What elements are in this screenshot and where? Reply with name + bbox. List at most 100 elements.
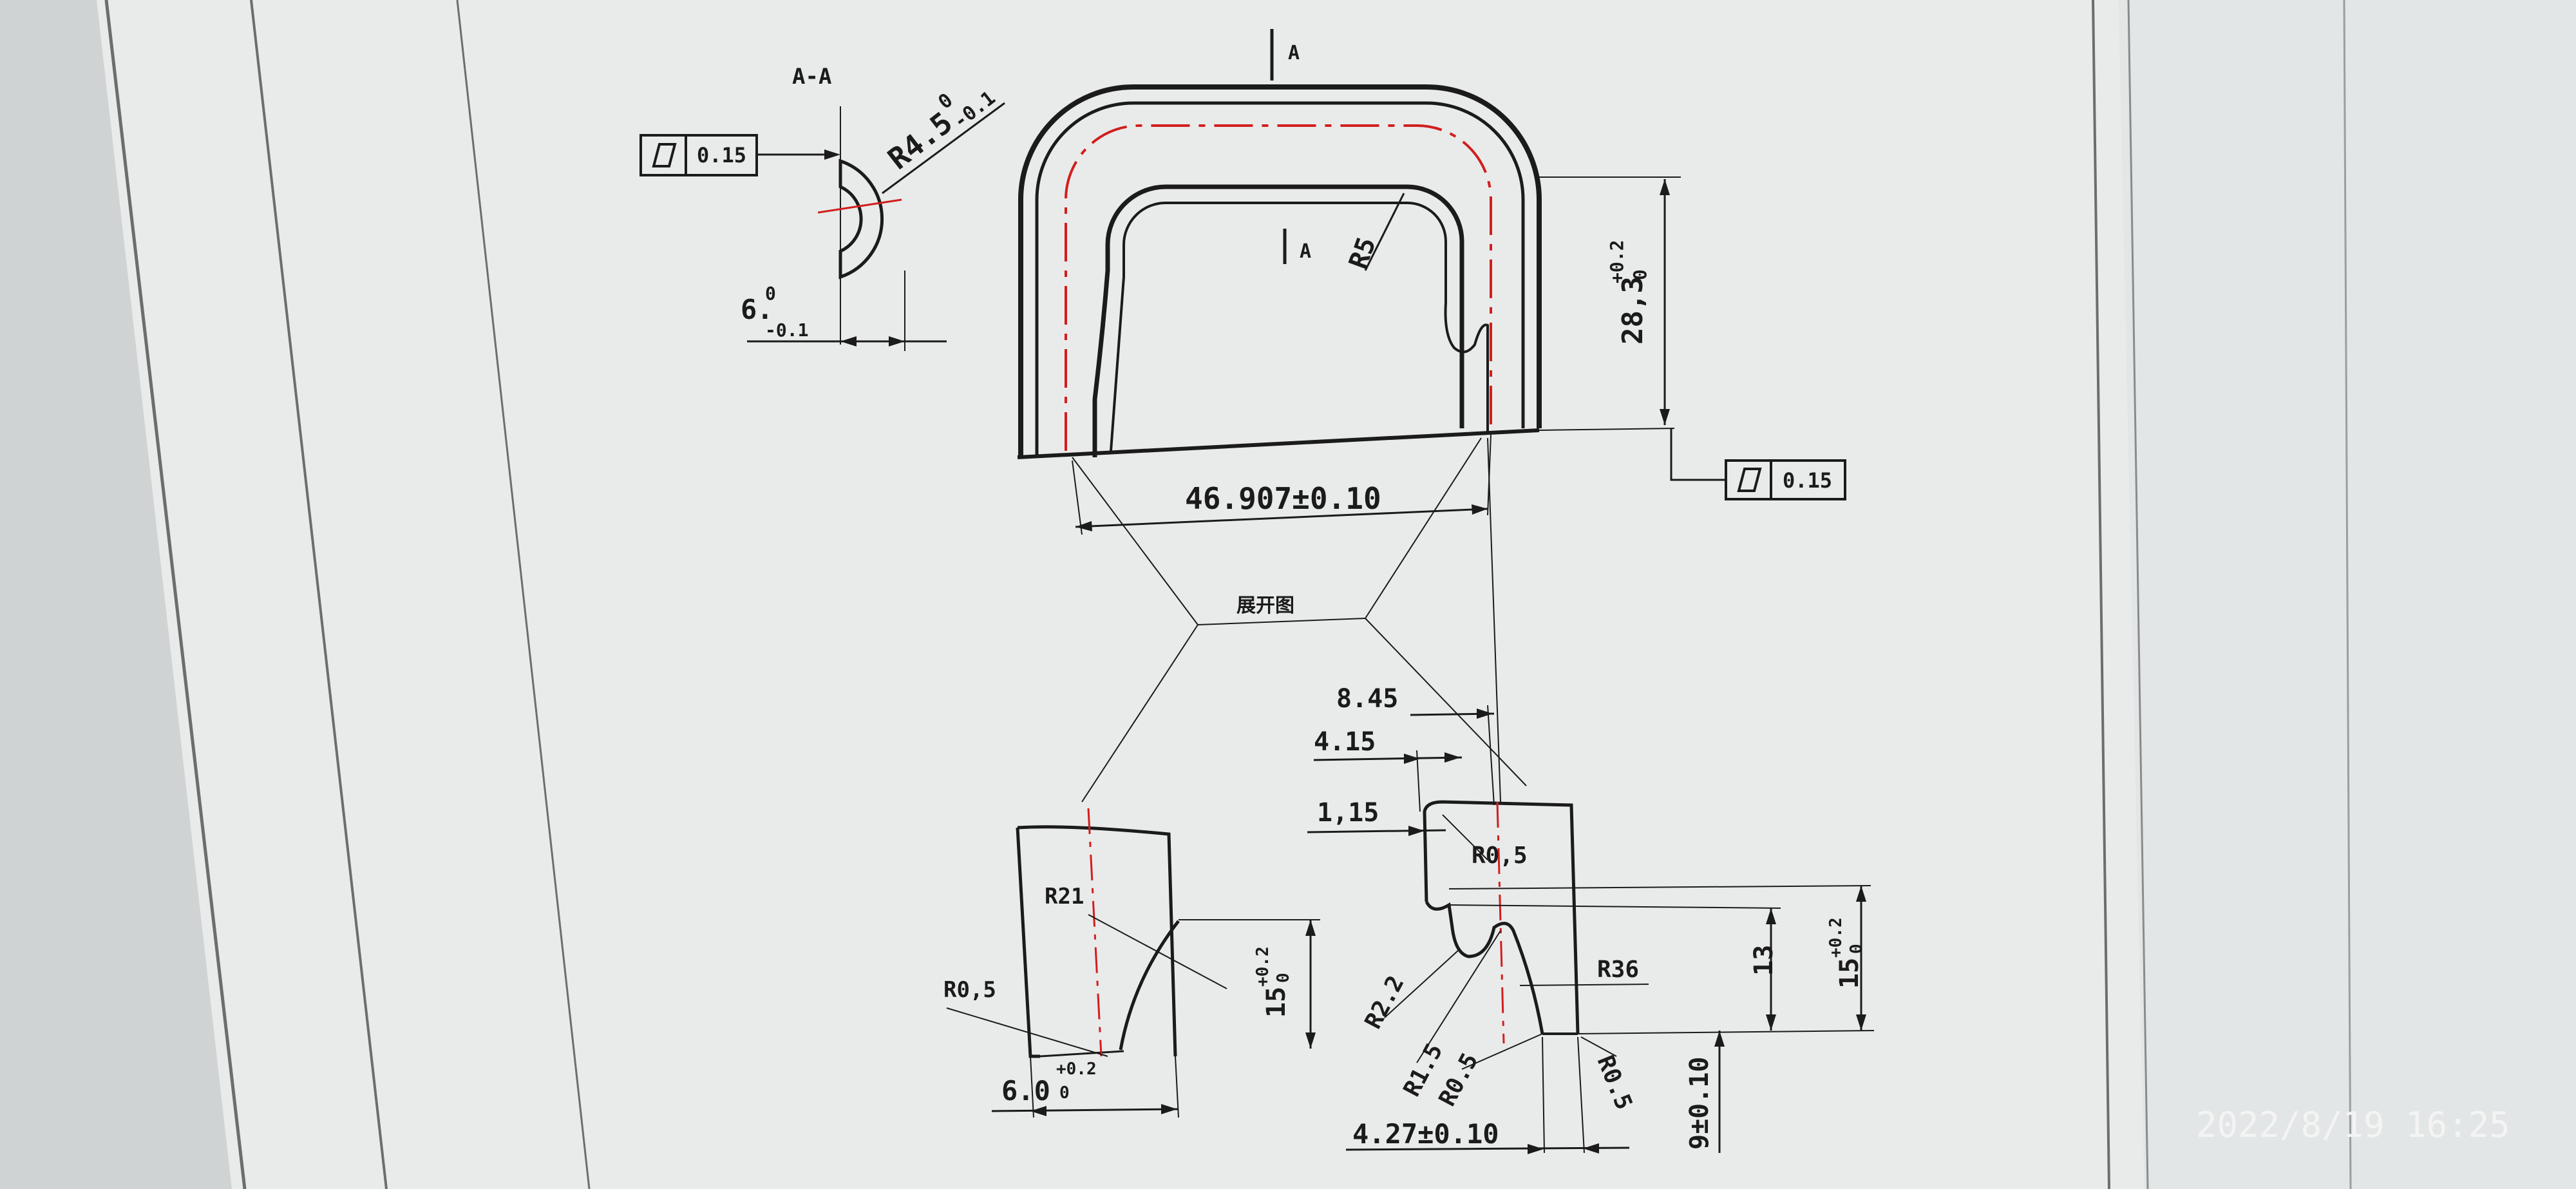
projection-lines <box>1072 437 1527 803</box>
arrow <box>1404 754 1420 764</box>
w6-dim <box>991 1108 1179 1112</box>
arrow <box>1856 1014 1866 1031</box>
section-view: A-A 0.15 R4.5 0 -0.1 6. 0 -0.1 <box>639 64 1005 351</box>
height-group: 28,3 +0.2 0 <box>1606 240 1651 345</box>
w6-ext-right <box>1175 1056 1179 1118</box>
arrow <box>1856 886 1866 902</box>
r36: R36 <box>1597 956 1639 983</box>
section-marker-inner: A <box>1300 240 1311 263</box>
h13: 13 <box>1749 945 1779 976</box>
r05-left: R0,5 <box>943 977 996 1003</box>
sheet-border-left-outer <box>104 0 247 1189</box>
r22-leader <box>1384 949 1459 1018</box>
r15-leader <box>1416 930 1501 1063</box>
arrow <box>1766 1014 1776 1031</box>
h15-right: 15 <box>1835 958 1864 989</box>
arrow <box>1528 1144 1544 1154</box>
arrow <box>889 336 905 347</box>
right-end-outline <box>1423 800 1580 1034</box>
section-marker: A <box>1288 42 1300 64</box>
r21-leader <box>1088 914 1227 989</box>
flatness-leader-right <box>1670 428 1726 481</box>
arrow <box>1408 826 1425 836</box>
span-dimension-line <box>1075 508 1488 528</box>
right-end-notch <box>1425 900 1544 1034</box>
r05b-leader <box>1580 1036 1617 1057</box>
arrow <box>1444 752 1461 763</box>
leader-arrow <box>824 149 840 160</box>
flatness-frame-right-value <box>1770 459 1846 500</box>
height-tol-lower: 0 <box>1629 269 1651 280</box>
arrow <box>1660 409 1670 425</box>
height-value: 28,3 <box>1616 276 1649 345</box>
h15-right-tol-upper: +0.2 <box>1826 917 1846 958</box>
section-centerline <box>817 198 902 214</box>
ext-415-left <box>1416 750 1421 812</box>
arrow <box>1030 1106 1046 1116</box>
arrow <box>1714 1031 1725 1047</box>
right-end-centerline <box>1496 801 1505 1044</box>
ext-13-top <box>1448 904 1781 909</box>
screen-edge <box>2343 0 2352 1189</box>
w427-ext-right <box>1577 1036 1585 1154</box>
arrow <box>1477 709 1493 719</box>
h15-left-group: 15 +0.2 0 <box>1253 946 1293 1018</box>
flat-pattern-label: 展开图 <box>1236 594 1294 617</box>
arrow <box>1075 521 1092 531</box>
sheet-border-right-outer <box>2127 0 2149 1189</box>
radius-leader <box>882 102 1005 195</box>
photo-timestamp: 2022/8/19 16:25 <box>2196 1105 2510 1145</box>
flatness-value-left: 0.15 <box>697 143 746 167</box>
top-view-centerline <box>1065 124 1492 451</box>
arrow <box>1472 504 1488 515</box>
arrow <box>1583 1143 1599 1154</box>
projection-line <box>1197 618 1366 625</box>
w6: 6.0 <box>1001 1075 1050 1107</box>
left-end-outline <box>1017 825 1177 1057</box>
d1: 8.45 <box>1336 684 1398 714</box>
r36-leader <box>1519 984 1649 986</box>
left-end-bottom <box>1039 1050 1124 1058</box>
h15-left-tol-lower: 0 <box>1274 973 1293 983</box>
outer-wire-edge <box>1018 84 1542 457</box>
height-extension-bottom <box>1539 428 1675 431</box>
outer-wire-inner-edge <box>1035 101 1525 457</box>
r21: R21 <box>1045 884 1084 909</box>
inner-wire-notch-edge <box>1110 202 1489 452</box>
arrow <box>840 336 857 347</box>
section-width-tol-lower: -0.1 <box>765 319 808 341</box>
span-value: 46.907±0.10 <box>1185 481 1381 516</box>
projection-line <box>1072 457 1198 625</box>
w427-ext-left <box>1542 1036 1545 1154</box>
r05a-leader <box>1461 1033 1543 1070</box>
r-top: R0,5 <box>1472 842 1528 869</box>
h15-right-tol-lower: 0 <box>1847 944 1866 954</box>
height-tol-upper: +0.2 <box>1606 240 1627 283</box>
r-top-leader <box>1442 814 1488 861</box>
w6-ext-left <box>1030 1056 1034 1118</box>
top-view: A A R5 28,3 +0.2 0 0.15 46.907±0.10 <box>1017 29 1846 535</box>
sheet-border-frame <box>456 0 591 1189</box>
section-profile <box>838 158 884 280</box>
w6-tol-upper: +0.2 <box>1056 1060 1097 1079</box>
section-width-tol-upper: 0 <box>765 283 776 304</box>
sheet-border-left <box>250 0 388 1189</box>
projection-line <box>1365 437 1482 619</box>
inner-radius-leader <box>1364 193 1405 271</box>
arrow <box>1305 1032 1316 1049</box>
sheet-border-right <box>2092 0 2110 1189</box>
left-end-arc <box>1119 920 1180 1051</box>
r05-left-leader <box>946 1007 1108 1057</box>
flatness-parallelogram-icon <box>1737 468 1762 492</box>
arrow <box>1161 1104 1177 1114</box>
flatness-parallelogram-icon <box>652 143 677 167</box>
ext-15-top <box>1448 885 1871 889</box>
flatness-value-right: 0.15 <box>1783 468 1832 493</box>
w6-tol-lower: 0 <box>1059 1083 1070 1103</box>
arrow <box>1766 908 1776 924</box>
d3: 1,15 <box>1317 798 1379 828</box>
top-view-base <box>1017 428 1540 459</box>
drawing-sheet <box>97 0 2145 1189</box>
arrow <box>1660 179 1670 195</box>
